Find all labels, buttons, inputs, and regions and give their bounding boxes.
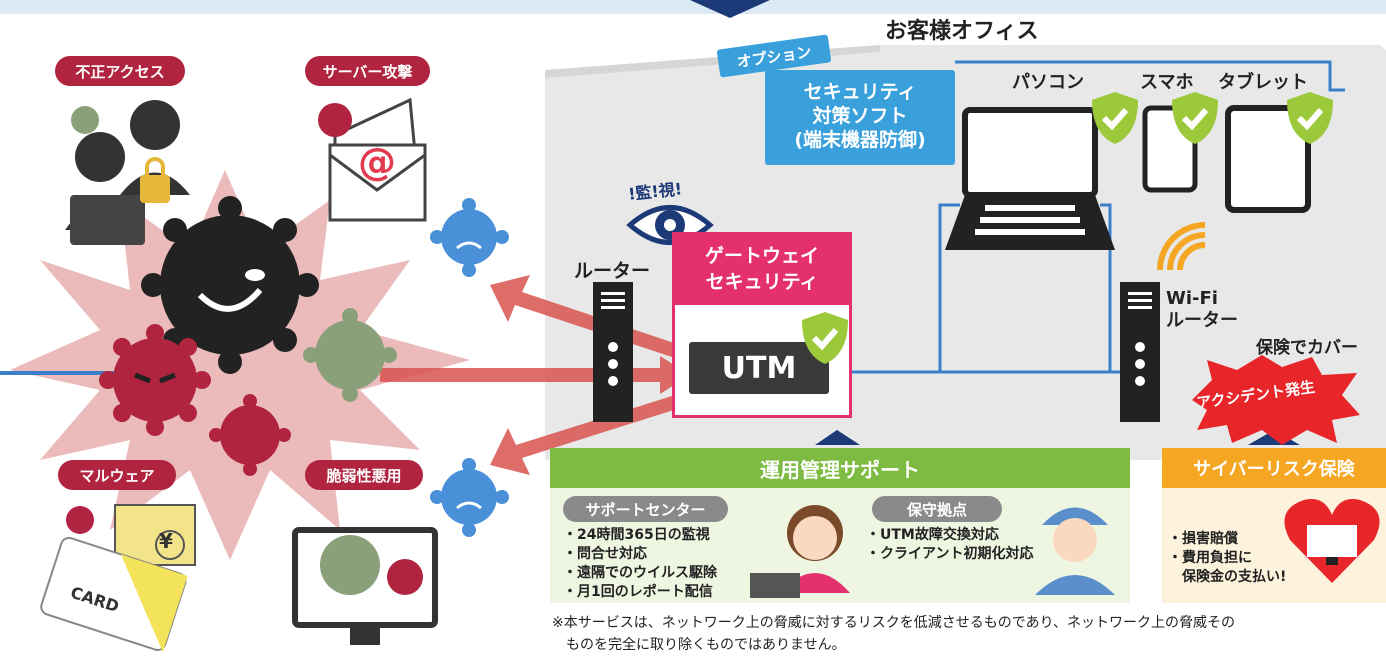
gateway-line1: ゲートウェイ (704, 245, 819, 267)
hacker-icon (65, 100, 190, 245)
footnote-line2: ものを完全に取り除くものではありません。 (566, 637, 846, 653)
smartphone-label: スマホ (1140, 72, 1194, 93)
support-up-arrow (815, 430, 860, 445)
support-center-item: ・月1回のレポート配信 (563, 584, 713, 600)
pc-label: パソコン (1012, 72, 1084, 93)
operator-icon (750, 505, 850, 598)
threat-label-vulnerability: 脆弱性悪用 (305, 460, 423, 490)
heart-monitor-icon (1284, 499, 1380, 583)
top-arrow (690, 0, 770, 18)
support-title: 運用管理サポート (550, 448, 1130, 488)
support-base-title: 保守拠点 (872, 496, 1002, 522)
malware-card-icon (40, 504, 196, 653)
virus-red-small-icon (209, 394, 291, 476)
support-center-item: ・遠隔でのウイルス駆除 (563, 565, 717, 581)
office-title: お客様オフィス (885, 19, 1039, 44)
check-shield-icon-3 (1287, 92, 1333, 144)
support-base-item: ・クライアント初期化対応 (866, 546, 1034, 562)
footnote: ※本サービスは、ネットワーク上の脅威に対するリスクを低減させるものであり、ネット… (552, 612, 1386, 656)
virus-blue-sad-icon-2 (430, 458, 509, 537)
wifi-router-label: Wi-Fi ルーター (1166, 288, 1238, 332)
virus-boss-icon (141, 196, 319, 374)
insurance-list: ・損害賠償 ・費用負担に 保険金の支払い! (1168, 530, 1286, 587)
vulnerable-pc-icon (292, 527, 438, 645)
support-center-item: ・24時間365日の監視 (563, 527, 710, 543)
gateway-line2: セキュリティ (705, 271, 819, 293)
laptop-icon (945, 107, 1115, 250)
check-shield-icon-2 (1172, 92, 1218, 144)
wifi-router-line1: Wi-Fi (1166, 288, 1218, 309)
virus-red-icon (99, 324, 211, 436)
top-band (0, 0, 1386, 14)
insurance-title: サイバーリスク保険 (1162, 448, 1386, 488)
check-shield-icon-4 (802, 312, 848, 364)
support-base-list: ・UTM故障交換対応 ・クライアント初期化対応 (866, 526, 1033, 564)
support-center-list: ・24時間365日の監視 ・問合せ対応 ・遠隔でのウイルス駆除 ・月1回のレポー… (563, 526, 717, 602)
network-lines (830, 60, 1345, 374)
footnote-line1: ※本サービスは、ネットワーク上の脅威に対するリスクを低減させるものであり、ネット… (552, 615, 1236, 631)
threat-label-server-attack: サーバー攻撃 (305, 56, 430, 86)
gateway-security-box: ゲートウェイ セキュリティ UTM (672, 232, 852, 418)
threat-label-unauthorized-access: 不正アクセス (55, 56, 185, 86)
utm-box: UTM (689, 342, 829, 394)
technician-icon (1035, 507, 1115, 595)
threat-label-malware: マルウェア (58, 460, 176, 490)
check-shield-icon (1092, 92, 1138, 144)
security-software-line2: 対策ソフト (812, 105, 908, 127)
virus-blue-sad-icon (430, 198, 509, 277)
security-software-line3: (端末機器防御) (794, 129, 926, 151)
insurance-item: ・損害賠償 (1168, 531, 1238, 547)
insurance-item: 保険金の支払い! (1168, 569, 1287, 585)
wifi-router-line2: ルーター (1166, 310, 1238, 331)
support-base-item: ・UTM故障交換対応 (866, 527, 999, 543)
router-label: ルーター (574, 260, 651, 282)
tablet-icon (1225, 105, 1311, 213)
virus-green-icon (303, 308, 397, 402)
insurance-covered-label: 保険でカバー (1256, 338, 1358, 358)
yen-sign: ¥ (159, 529, 173, 553)
gateway-security-header: ゲートウェイ セキュリティ (675, 235, 849, 305)
email-attack-icon (318, 97, 427, 222)
insurance-item: ・費用負担に (1168, 550, 1252, 566)
email-at-sign: @ (358, 140, 396, 184)
security-software-box: セキュリティ 対策ソフト (端末機器防御) (765, 70, 955, 165)
router-icon (593, 282, 633, 422)
security-software-line1: セキュリティ (803, 81, 917, 103)
support-center-title: サポートセンター (563, 496, 728, 522)
accident-burst (1192, 355, 1360, 445)
wifi-signal-icon (1157, 222, 1206, 271)
support-center-item: ・問合せ対応 (563, 546, 647, 562)
wifi-router-icon (1120, 282, 1160, 422)
tablet-label: タブレット (1218, 72, 1308, 93)
